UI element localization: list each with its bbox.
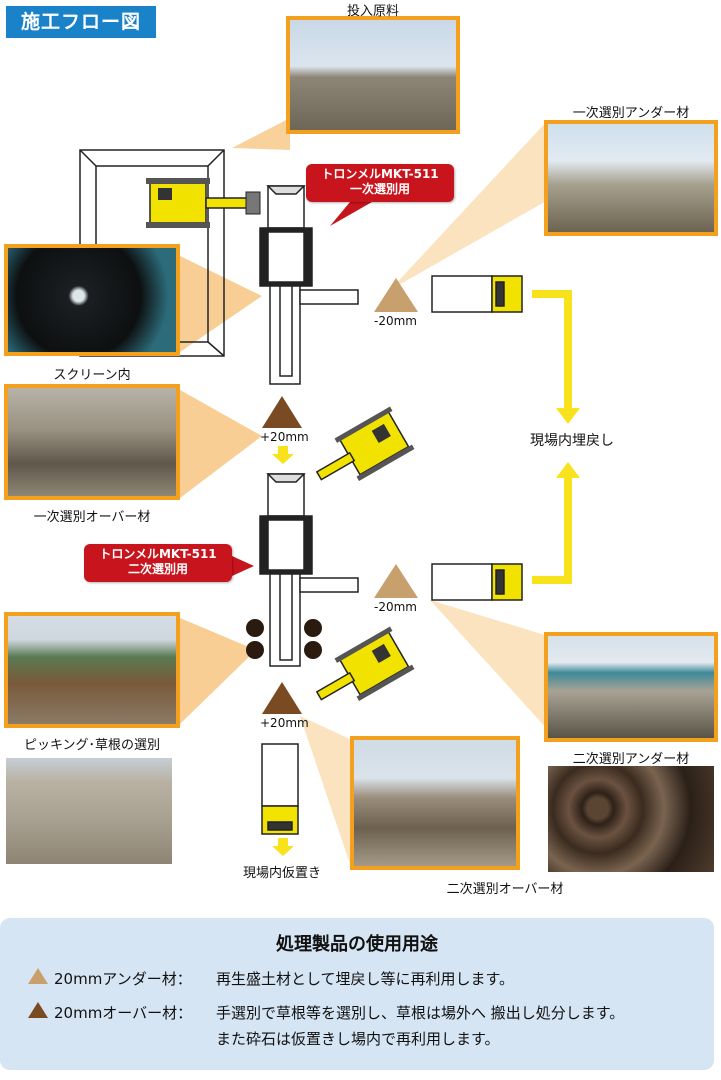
usage-under-text: 再生盛土材として埋戻し等に再利用します。 — [216, 970, 515, 988]
caption-screen-inside: スクリーン内 — [53, 368, 131, 383]
backfill-arrow-top — [532, 290, 580, 424]
caption-input-material: 投入原料 — [346, 4, 399, 19]
photo-roots — [6, 758, 172, 864]
callout-2-pointer — [232, 556, 254, 576]
down-arrow-2 — [272, 838, 294, 856]
dump-truck-3 — [261, 743, 299, 835]
photo-secondary-over — [350, 736, 520, 870]
beam-screen — [180, 256, 262, 352]
label-temp-storage: 現場内仮置き — [242, 866, 321, 881]
caption-primary-over: 一次選別オーバー材 — [33, 510, 151, 525]
beam-input — [232, 118, 290, 150]
over-triangle-2 — [262, 682, 302, 714]
photo-picking — [4, 612, 180, 728]
usage-over-text: 手選別で草根等を選別し、草根は場外へ 搬出し処分します。 — [216, 1004, 625, 1022]
under-triangle-1 — [374, 278, 418, 312]
under-legend-triangle — [28, 968, 48, 984]
under-triangle-2 — [374, 564, 418, 598]
usage-icons — [28, 968, 48, 1018]
marker-over-2: +20mm — [260, 716, 309, 730]
caption-primary-under: 一次選別アンダー材 — [572, 106, 690, 121]
excavator-mid-1 — [315, 406, 415, 481]
dump-truck-1 — [431, 275, 523, 313]
picking-circles — [246, 619, 322, 659]
trommel-1 — [259, 185, 359, 385]
callout-trommel-1: トロンメルMKT-511 一次選別用 — [306, 164, 454, 202]
caption-secondary-under: 二次選別アンダー材 — [572, 752, 690, 767]
photo-screen-inside — [4, 244, 180, 356]
callout-trommel-2: トロンメルMKT-511 二次選別用 — [84, 544, 232, 582]
page-title: 施工フロー図 — [6, 6, 156, 38]
label-backfill: 現場内埋戻し — [530, 433, 614, 449]
beam-secondary-over — [300, 716, 352, 870]
usage-under-label: 20mmアンダー材： — [54, 970, 192, 988]
callout-trommel-1-line1: トロンメルMKT-511 — [321, 167, 439, 181]
callout-trommel-2-line1: トロンメルMKT-511 — [99, 547, 217, 561]
usage-title: 処理製品の使用用途 — [276, 934, 438, 955]
backfill-arrow-bottom — [532, 462, 580, 584]
trommel-2 — [259, 473, 359, 667]
photo-primary-under — [544, 120, 718, 236]
photo-secondary-under-closeup — [548, 766, 714, 872]
beam-primary-under — [390, 120, 548, 290]
over-triangle-1 — [262, 396, 302, 428]
usage-over-text-2: また砕石は仮置きし場内で再利用します。 — [216, 1030, 500, 1048]
callout-1-pointer — [330, 202, 372, 226]
beam-primary-over — [180, 390, 262, 498]
usage-over-label: 20mmオーバー材： — [54, 1004, 193, 1022]
caption-picking: ピッキング･草根の選別 — [23, 738, 161, 753]
dump-truck-2 — [431, 563, 523, 601]
usage-panel: 処理製品の使用用途 20mmアンダー材： 再生盛土材として埋戻し等に再利用します… — [0, 918, 714, 1070]
marker-under-2: -20mm — [374, 600, 417, 614]
photo-primary-over — [4, 384, 180, 500]
photo-secondary-under — [544, 632, 718, 742]
beam-secondary-under — [430, 600, 548, 730]
beam-picking — [180, 618, 256, 724]
over-legend-triangle — [28, 1002, 48, 1018]
callout-trommel-1-line2: 一次選別用 — [349, 182, 410, 196]
excavator-mid-2 — [315, 626, 415, 701]
marker-over-1: +20mm — [260, 430, 309, 444]
excavator-loader — [146, 178, 261, 228]
marker-under-1: -20mm — [374, 314, 417, 328]
callout-trommel-2-line2: 二次選別用 — [127, 562, 188, 576]
photo-input-material — [286, 16, 460, 134]
down-arrow-1 — [272, 446, 294, 464]
caption-secondary-over: 二次選別オーバー材 — [446, 882, 564, 897]
